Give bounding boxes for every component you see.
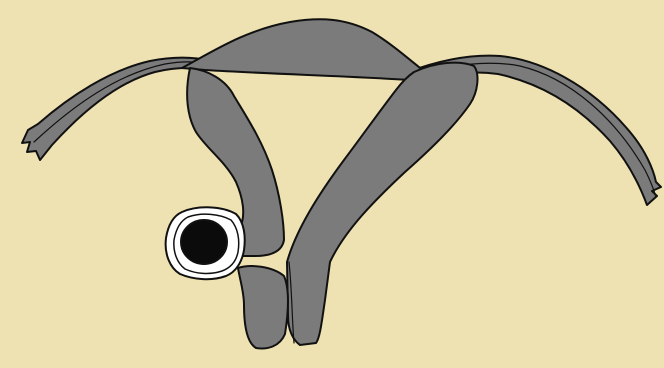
- cystic-lesion-core: [181, 220, 227, 264]
